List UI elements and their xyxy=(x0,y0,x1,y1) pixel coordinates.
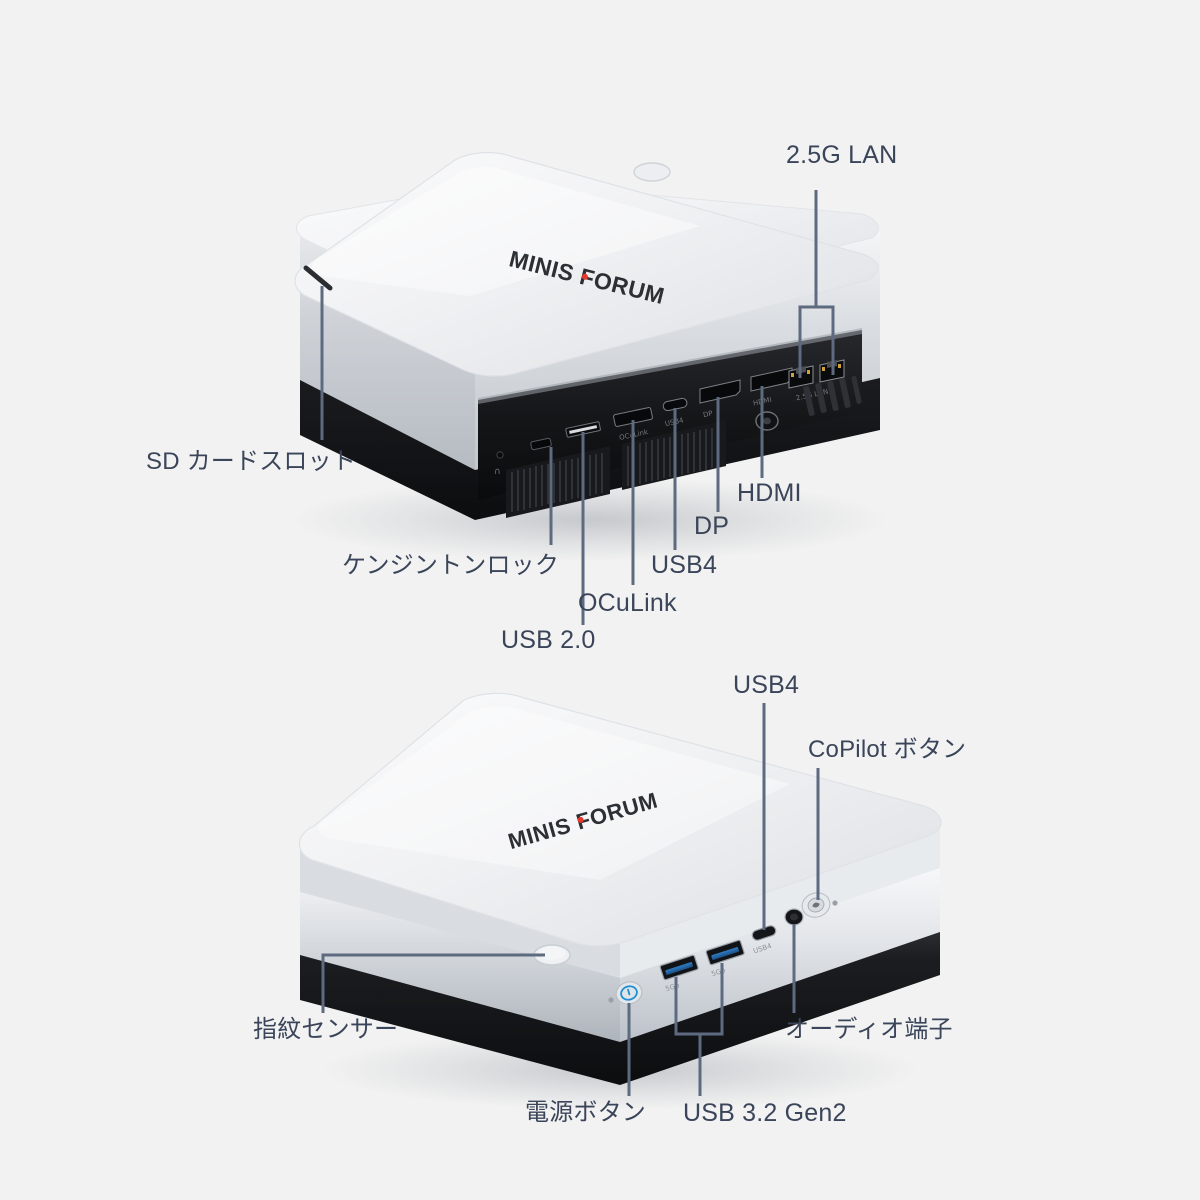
callout-label-fingerprint-sensor: 指紋センサー xyxy=(253,1016,399,1043)
top-surface xyxy=(294,151,879,377)
base-band-2 xyxy=(300,905,940,1085)
callout-label-usb4-front: USB4 xyxy=(733,671,800,699)
callout-label-usb4: USB4 xyxy=(651,551,718,579)
fingerprint-sensor-icon[interactable] xyxy=(633,162,671,182)
callout-label-usb-2-0: USB 2.0 xyxy=(501,626,596,654)
callout-label-power-button: 電源ボタン xyxy=(525,1099,646,1126)
body-right-face-2 xyxy=(620,858,940,1042)
rear-port-panel: ∩ OCuLink USB4 DP HDMI xyxy=(478,328,862,518)
callout-label-audio-jack: オーディオ端子 xyxy=(785,1016,953,1043)
leader-lines-front xyxy=(321,703,820,1096)
rear-audio-jack[interactable] xyxy=(496,451,504,459)
top-sheen-2 xyxy=(318,706,790,880)
callout-label-2-5g-lan: 2.5G LAN xyxy=(786,141,898,169)
usb-a-port-2[interactable]: 5Gb xyxy=(705,939,745,979)
vent-grille-right xyxy=(803,376,862,416)
body-left-face-2 xyxy=(300,880,620,1042)
power-button[interactable] xyxy=(613,979,644,1007)
reset-pinhole[interactable] xyxy=(832,900,838,906)
displayport-port[interactable] xyxy=(699,379,741,404)
callout-label-copilot-button: CoPilot ボタン xyxy=(808,736,967,763)
svg-text:DP: DP xyxy=(702,409,713,419)
sd-card-slot[interactable] xyxy=(303,265,333,291)
callout-label-hdmi: HDMI xyxy=(737,479,802,507)
audio-jack-front[interactable] xyxy=(784,908,804,926)
leader-fingerprint xyxy=(321,953,545,1013)
device-rear-view: MINIS FORUM ∩ OCuLink xyxy=(290,151,890,625)
status-led xyxy=(608,997,614,1003)
top-sheen xyxy=(311,166,700,296)
device-front-view: MINIS FORUM 5Gb xyxy=(298,692,942,1110)
front-port-panel: 5Gb 5Gb USB4 xyxy=(608,889,838,1007)
callout-label-usb-3-2-gen2: USB 3.2 Gen2 xyxy=(683,1099,847,1127)
callout-label-oculink: OCuLink xyxy=(578,589,677,617)
callout-label-kensington-lock: ケンジントンロック xyxy=(342,552,560,579)
leader-lines-rear xyxy=(320,190,835,625)
copilot-button[interactable] xyxy=(799,889,833,920)
callout-label-sd-card-slot: SD カードスロット xyxy=(146,448,357,475)
svg-text:∩: ∩ xyxy=(494,467,501,477)
callout-label-dp: DP xyxy=(694,512,730,540)
top-surface-2 xyxy=(298,692,942,947)
kensington-lock-slot[interactable] xyxy=(530,437,552,451)
